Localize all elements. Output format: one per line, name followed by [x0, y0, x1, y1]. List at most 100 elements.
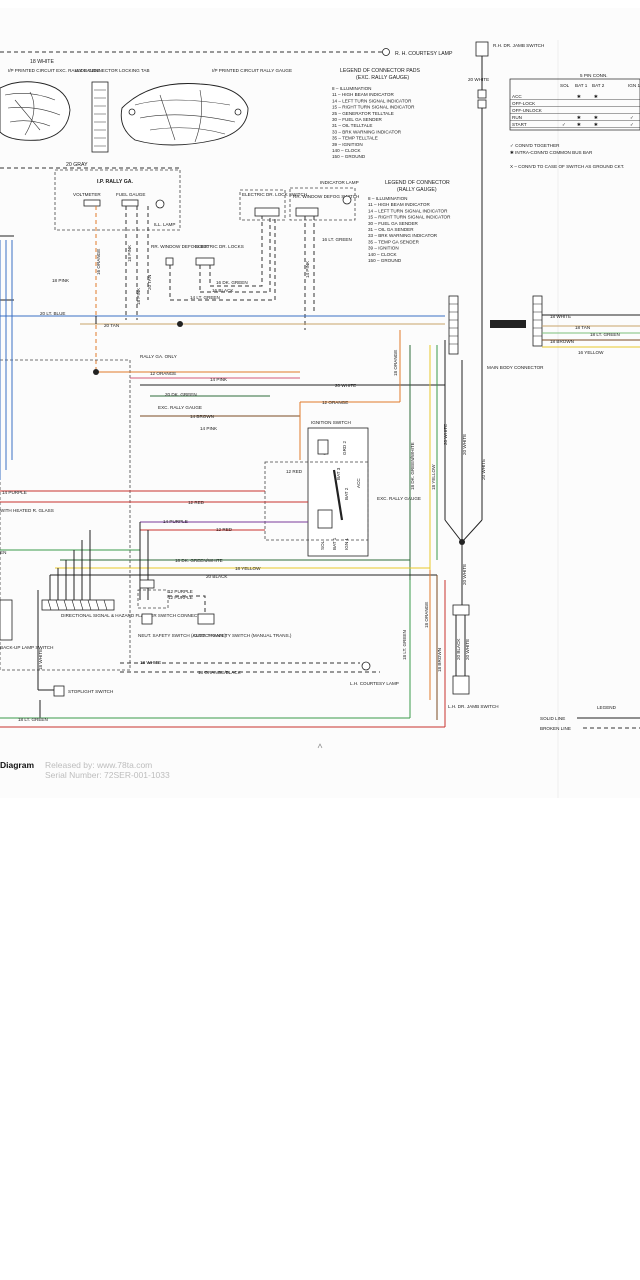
left-dashed-harness [0, 359, 131, 671]
table-column-header: SOL [560, 83, 570, 88]
table-cell: ✱ [577, 94, 581, 99]
rh-jamb-switch: R.H. DR. JAMB SWITCH 20 WHITE [468, 41, 544, 300]
wire-label: 14 PINK [210, 377, 228, 382]
ignition-terminal-label: BAT 2 [344, 487, 349, 500]
indicator-lamp-icon [342, 195, 352, 205]
switch-icon [452, 675, 470, 695]
wire-label: 18 TAN [575, 325, 590, 330]
ignition-dashed-box [264, 461, 369, 541]
wire-label: 16 ORANGE [96, 249, 101, 275]
mount-hole-icon [234, 108, 242, 116]
table-cell: ✱ [577, 122, 581, 127]
lh-courtesy-label: L.H. COURTESY LAMP [350, 681, 399, 686]
wire-label: 12 RED [188, 500, 205, 505]
wire-label: 12 PURPLE [168, 595, 193, 600]
line-legend: LEGEND SOLID LINE BROKEN LINE [540, 705, 640, 731]
main-body-connector: MAIN BODY CONNECTOR [448, 295, 544, 370]
rr-defogger-label: RR. WINDOW DEFOGGER [151, 244, 209, 249]
table-border [509, 78, 640, 131]
legend-item: 30 – FUEL GA SENDER [332, 117, 383, 122]
switch-contact-icon [332, 469, 344, 521]
ignition-terminal-label: BAT 3 [336, 467, 341, 480]
cursor-mark [317, 743, 323, 749]
wire-label: 18 WHITE [30, 59, 54, 65]
legend-broken-label: BROKEN LINE [540, 726, 571, 731]
neut-safety-icon [141, 613, 153, 625]
fuel-gauge-label: FUEL GAUGE [116, 192, 145, 197]
legend-title: LEGEND OF CONNECTOR [385, 180, 450, 186]
electric-locks-label: ELECTRIC DR. LOCKS [195, 244, 244, 249]
connector-icon [41, 599, 115, 611]
fuel-gauge-connector-icon [121, 199, 139, 207]
defogger-connector-icon [165, 257, 174, 266]
lh-jamb-label: L.H. DR. JAMB SWITCH [448, 704, 499, 709]
lock-switch-box [239, 189, 286, 221]
wire-label: 12 RED [286, 469, 303, 474]
table-cell: ✱ [577, 115, 581, 120]
wire-label: 20 WHITE [462, 564, 467, 585]
solenoid-terminal-icon [317, 509, 333, 529]
directional-label: DIRECTIONAL SIGNAL & HAZARD FLASHER SWIT… [61, 613, 208, 618]
symbol-notes: ✓ CONN'D TOGETHER ✱ INTRA-CONN'D COMMON … [510, 143, 624, 169]
legend-item: 150 – GROUND [368, 258, 402, 263]
connector-icon [477, 99, 487, 109]
rally-gauge-dashed-box [54, 169, 181, 231]
wire-label: 18 YELLOW [431, 464, 436, 490]
wire-bundle-left [0, 240, 13, 480]
wire-label: 16 BLACK [212, 288, 234, 293]
legend-item: 39 – IGNITION [368, 246, 399, 251]
wide-connector: WIDE CONNECTOR LOCKING TAB [75, 68, 150, 153]
mount-hole-icon [128, 108, 136, 116]
ignition-terminal-label: GRD 2 [342, 441, 347, 455]
wire-label: 18 ORANGE [424, 602, 429, 628]
stoplight-label: STOPLIGHT SWITCH [68, 689, 113, 694]
circuit-traces [4, 91, 61, 136]
lock-switch-icon [254, 207, 280, 217]
legend-item: 8 – ILLUMINATION [332, 86, 371, 91]
legend-title: LEGEND OF CONNECTOR PADS [340, 68, 420, 74]
ip-printed-circuit-right: I/P PRINTED CIRCUIT RALLY GAUGE [120, 68, 292, 146]
neut-safety-box [137, 589, 169, 609]
door-lock-connector-icon [195, 257, 215, 266]
ill-lamp-label: ILL. LAMP [154, 222, 175, 227]
lh-jamb-switch: 20 BLACK 20 WHITE L.H. DR. JAMB SWITCH [448, 604, 499, 709]
wire-label: 20 LT. BLUE [40, 311, 65, 316]
wire-black [200, 216, 271, 293]
stoplight-switch-icon [53, 685, 65, 697]
wire-label: 16 LT. GREEN [322, 237, 352, 242]
component-label: WIDE CONNECTOR LOCKING TAB [75, 68, 150, 73]
legend-item: 33 – BRK WARNING INDICATOR [368, 233, 438, 238]
legend-item: 8 – ILLUMINATION [368, 196, 407, 201]
legend-item: 14 – LEFT TURN SIGNAL INDICATOR [332, 98, 412, 103]
wire-label: 14 BROWN [190, 414, 214, 419]
connector-icon [448, 295, 459, 355]
wire-label: 18 LT. GREEN [18, 717, 48, 722]
wire-label: 20 WHITE [462, 434, 467, 455]
connector-pins [533, 303, 542, 337]
wire-label: 20 TAN [104, 323, 119, 328]
wire-lt-green-14 [170, 216, 276, 301]
legend-item: 15 – RIGHT TURN SIGNAL INDICATOR [332, 105, 415, 110]
wire-label: 12 ORANGE [322, 400, 348, 405]
wire-label: 18 PINK [127, 244, 132, 262]
defog-switch-icon [295, 207, 319, 217]
wire-label: 20 WHITE [335, 383, 356, 388]
clutch-safety-icon [197, 613, 215, 625]
wire-label: 20 WHITE [468, 77, 489, 82]
table-cell: ✓ [562, 122, 566, 127]
note: X – CONN'D TO CASE OF SWITCH AS GROUND C… [510, 164, 624, 169]
legend-item: 31 – OIL GA SENDER [368, 227, 414, 232]
main-body-label: MAIN BODY CONNECTOR [487, 365, 544, 370]
wire-label: 12 ORANGE [150, 371, 176, 376]
circuit-traces [134, 89, 236, 143]
legend-connector-pads: LEGEND OF CONNECTOR PADS (EXC. RALLY GAU… [332, 68, 420, 159]
wire-label: 20 BLACK [456, 638, 461, 660]
note: ✓ CONN'D TOGETHER [510, 143, 560, 148]
legend-subtitle: (RALLY GAUGE) [397, 187, 437, 193]
lamp-icon [382, 48, 390, 56]
table-row-label: OFF-LOCK [512, 101, 536, 106]
ignition-terminal-label: SOL [320, 540, 325, 550]
wire-label: 12 PURPLE [168, 589, 193, 594]
